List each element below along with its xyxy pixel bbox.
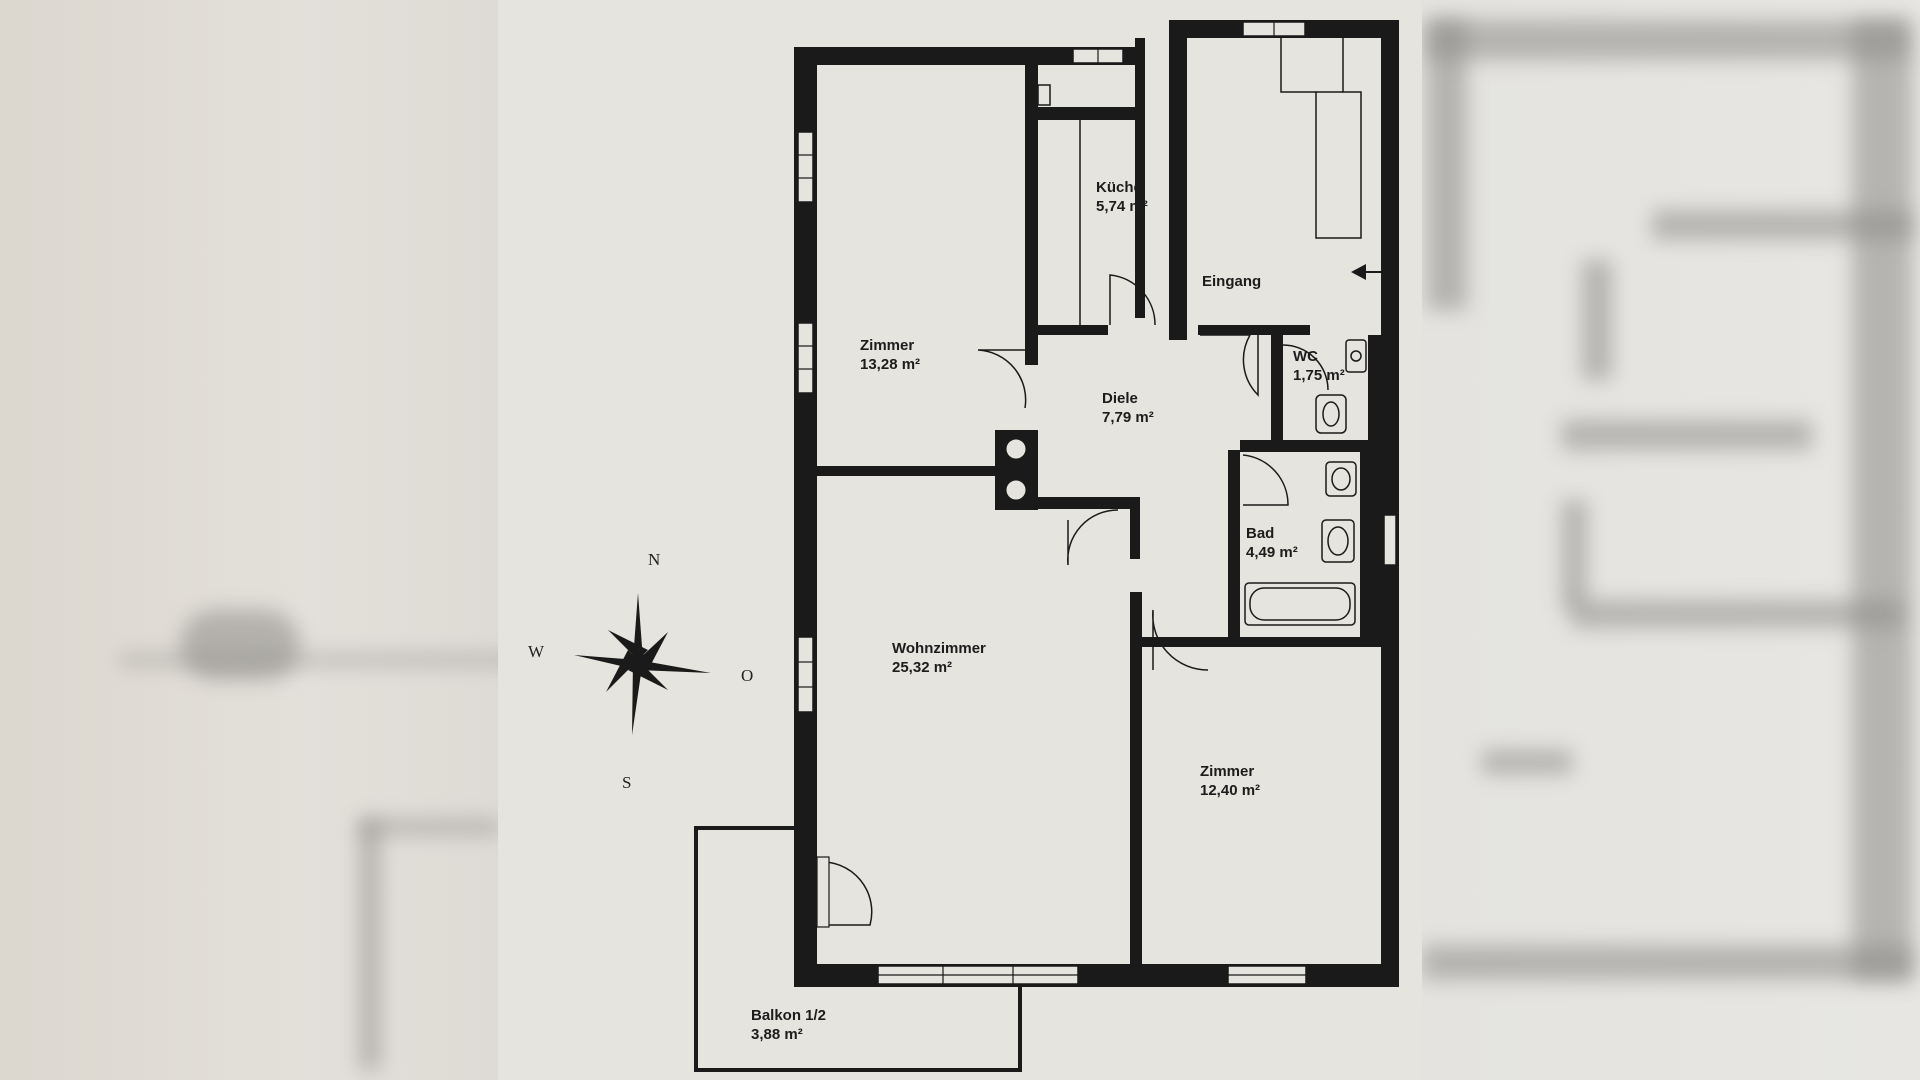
entrance-stair (1280, 38, 1362, 239)
wall-entrance-south (1198, 325, 1310, 335)
room-name: Küche (1096, 179, 1142, 196)
compass-east-label: O (741, 666, 754, 685)
wall-west (794, 47, 817, 987)
wall-bath-north (1240, 440, 1381, 452)
room-area: 13,28 m² (860, 356, 921, 373)
door-wohnzimmer (1067, 509, 1119, 566)
wall-wc-east-inner (1368, 335, 1381, 440)
room-name: Zimmer (1200, 763, 1255, 780)
room-label-bad: Bad 4,49 m² (1246, 524, 1298, 562)
compass-south-label: S (622, 773, 632, 792)
wall-bath-frame-west (1228, 450, 1240, 645)
room-label-wc: WC 1,75 m² (1293, 347, 1345, 385)
wall-bath-east-inner (1360, 452, 1381, 637)
room-label-balkon: Balkon 1/2 3,88 m² (751, 1006, 826, 1044)
background-right-blur (1422, 0, 1920, 1080)
floor-plan-drawing (574, 20, 1399, 1072)
room-area: 5,74 m² (1096, 198, 1148, 215)
window-west-2 (797, 322, 814, 394)
room-area: 4,49 m² (1246, 544, 1298, 561)
room-area: 12,40 m² (1200, 782, 1261, 799)
wall-north-left (794, 47, 1135, 65)
wall-wc-west (1271, 335, 1283, 445)
wall-north-step (1169, 20, 1187, 340)
wall-diele-south (1038, 497, 1140, 509)
window-east-bath (1383, 514, 1397, 566)
wall-east (1381, 20, 1399, 987)
entrance-arrow (1351, 264, 1366, 280)
wall-living-east-lower (1130, 592, 1142, 982)
wall-kitchen-east (1135, 38, 1145, 318)
room-name: Balkon 1/2 (751, 1007, 827, 1024)
room-name: Bad (1246, 525, 1275, 542)
compass-rose (574, 593, 711, 735)
wall-kitchen-top (1025, 107, 1135, 120)
room-area: 1,75 m² (1293, 367, 1345, 384)
floor-plan-sheet: Küche 5,74 m² Eingang Zimmer 13,28 m² WC… (498, 0, 1422, 1080)
door-bad (1242, 454, 1289, 506)
room-label-eingang: Eingang (1202, 272, 1261, 291)
chimney-flues (1006, 439, 1026, 500)
walls (794, 20, 1399, 987)
window-west-3 (797, 636, 814, 713)
room-name: Zimmer (860, 337, 915, 354)
room-name: Wohnzimmer (892, 640, 986, 657)
room-label-zimmer-nw: Zimmer 13,28 m² (860, 336, 920, 374)
door-eingang (1200, 334, 1259, 397)
room-label-zimmer-so: Zimmer 12,40 m² (1200, 762, 1260, 800)
door-wc (1282, 344, 1329, 391)
wall-kitchen-south (1025, 325, 1108, 335)
wall-room-so-north (1142, 637, 1381, 647)
kitchen-fixtures (1037, 84, 1081, 325)
compass-west-label: W (528, 642, 545, 661)
wall-kitchen-west (1025, 65, 1038, 365)
room-label-kueche: Küche 5,74 m² (1096, 178, 1148, 216)
room-name: WC (1293, 348, 1318, 365)
room-area: 3,88 m² (751, 1026, 803, 1043)
room-name: Eingang (1202, 273, 1262, 290)
room-area: 7,79 m² (1102, 409, 1154, 426)
door-zimmer-nw (977, 349, 1027, 409)
wall-living-east (1130, 497, 1140, 559)
room-name: Diele (1102, 390, 1138, 407)
balcony-outline (694, 826, 1022, 1072)
door-balcony (817, 861, 873, 926)
room-label-diele: Diele 7,79 m² (1102, 389, 1154, 427)
background-left-blur (0, 0, 498, 1080)
door-kitchen (1109, 274, 1156, 326)
room-label-wohnzimmer: Wohnzimmer 25,32 m² (892, 639, 986, 677)
bath-fixtures (1244, 461, 1357, 626)
door-zimmer-so (1152, 609, 1209, 671)
doors (817, 274, 1329, 926)
wc-fixtures (1315, 339, 1367, 434)
compass-north-label: N (648, 550, 661, 569)
room-area: 25,32 m² (892, 659, 953, 676)
window-west-1 (797, 131, 814, 203)
wall-room-divider (817, 466, 1015, 476)
